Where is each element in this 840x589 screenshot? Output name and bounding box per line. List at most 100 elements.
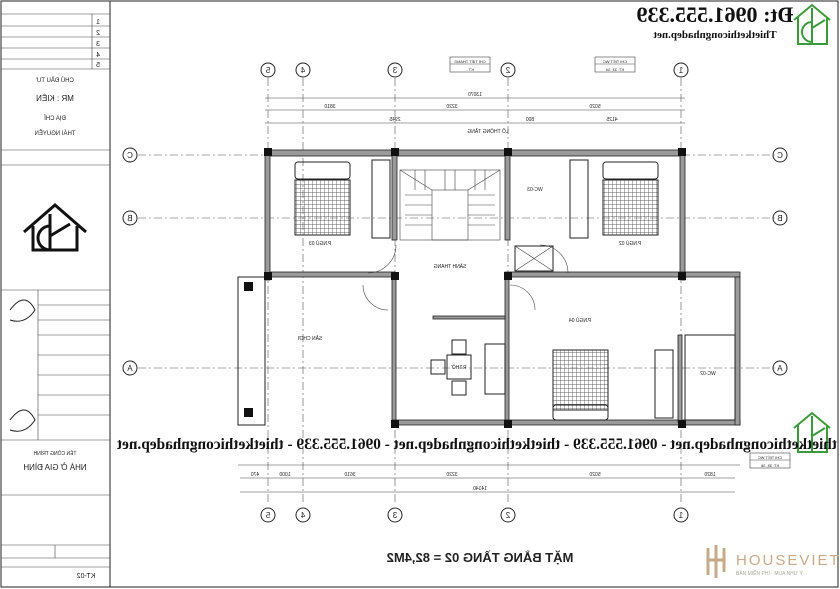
project-label: TÊN CÔNG TRÌNH [33,449,76,457]
grid-bubble-circle [295,507,311,523]
row-number: 2 [96,30,100,37]
room-label-bedroom-4: P.NGỦ 04 [569,317,591,324]
brand-name: HOUSEVIET [736,552,840,569]
callout-wc-bottom: CHI TIẾT WC KT: 35, 36 [749,452,791,469]
svg-text:CHI TIẾT WC: CHI TIẾT WC [758,455,782,460]
void-label: LỖ THÔNG TẦNG [467,128,508,135]
owner-label: CHỦ ĐẦU TƯ [36,77,74,84]
project-name: NHÀ Ở GIA ĐÌNH [23,463,87,472]
dim-bottom: 5020 [589,472,600,478]
svg-text:KT: 33, 34: KT: 33, 34 [605,67,624,72]
dim-top: 5020 [589,104,600,110]
callout-stair: CHI TIẾT THANG KT - [449,56,491,73]
dim-inner: 800 [526,117,535,123]
dimension-lines [238,97,740,493]
address: THÁI NGUYÊN [34,129,75,137]
grid-bubble-3: 3 [387,62,403,78]
grid-bubble-circle [673,62,689,78]
room-label-play-area: SÂN CHƠI [298,335,323,342]
dim-top: 3220 [446,104,457,110]
grid-bubble-4: 4 [295,507,311,523]
watermark-text: thietkethicongnhadep.net - 0961.555.339 … [116,436,837,453]
row-number: 4 [96,52,100,59]
grid-bubble-circle [387,62,403,78]
callout-wc-top: CHI TIẾT WC KT: 33, 34 [594,56,636,73]
signature [9,409,36,432]
svg-text:CHI TIẾT WC: CHI TIẾT WC [603,59,627,64]
row-number: 1 [96,19,100,26]
grid-bubble-1: 1 [673,507,689,523]
grid-bubble-label: C [127,151,133,160]
contact-header: Đt: 0961.555.339 Thietkethicongnhadep.ne… [636,2,831,453]
grid-bubble-label: 2 [505,511,510,520]
dim-inner: 2945 [389,117,400,123]
grid-bubble-circle [122,147,138,163]
grid-bubble-circle [500,507,516,523]
drawing-title: MẶT BẰNG TẦNG 02 = 82,4M2 [387,550,574,565]
grid-bubble-label: B [127,214,132,223]
furniture [294,159,736,421]
grid-bubble-1: 1 [673,62,689,78]
grid-bubble-2: 2 [500,507,516,523]
room-label-wc-2: WC-02 [700,371,716,377]
grid-bubble-B: B [122,210,138,226]
grid-bubble-circle [500,62,516,78]
grid-bubble-label: 5 [265,66,270,75]
grid-bubble-label: C [777,151,783,160]
dim-bottom: 1820 [704,472,715,478]
walls [237,148,741,428]
grid-bubble-label: 3 [392,66,397,75]
grid-bubble-5: 5 [260,62,276,78]
house-logo-icon [793,411,831,453]
grid-bubble-label: 4 [300,511,305,520]
svg-text:CHI TIẾT THANG: CHI TIẾT THANG [454,59,486,64]
grid-bubble-circle [772,147,788,163]
svg-text:BÁN MIỄN PHÍ · MUA NHƯ Ý: BÁN MIỄN PHÍ · MUA NHƯ Ý [736,570,803,577]
website: Thietkethicongnhadep.net [653,29,776,41]
dim-bottom: 470 [251,472,260,478]
room-label-bedroom-3: P.NGỦ 03 [309,240,331,247]
signature [9,299,36,322]
dim-bottom: 3610 [344,472,355,478]
dim-bottom: 3220 [446,472,457,478]
dim-bottom: 1000 [279,472,290,478]
room-label-wc-3: WC-03 [527,187,543,193]
grid-bubble-label: 2 [505,66,510,75]
dim-total-top: 13070 [468,92,482,98]
address-label: ĐỊA CHỈ [44,115,66,122]
grid-bubble-circle [122,360,138,376]
grid-bubble-circle [772,210,788,226]
row-number: 3 [96,41,100,48]
owner: MR : KIÊN [36,94,74,103]
grid-bubble-circle [772,360,788,376]
grid-bubble-circle [387,507,403,523]
grid-bubble-5: 5 [260,507,276,523]
grid-bubble-C: C [122,147,138,163]
grid-bubble-A: A [122,360,138,376]
grid-bubble-label: A [777,364,783,373]
staircase [399,169,501,241]
grid-bubble-3: 3 [387,507,403,523]
houseviet-icon [706,545,726,578]
sheet-number: KT-02 [77,573,96,580]
dim-top: 3810 [324,104,335,110]
grid-bubble-C: C [772,147,788,163]
grid-bubble-A: A [772,360,788,376]
room-label-bedroom-2: P.NGỦ 02 [619,240,641,247]
svg-text:KT: 35, 36: KT: 35, 36 [760,463,779,468]
title-block: 1 2 3 4 5 CHỦ ĐẦU TƯ MR : KIÊN ĐỊA CHỈ T… [0,0,111,588]
room-label-lobby: SẢNH THANG [434,263,467,270]
grid-bubble-label: 5 [265,511,270,520]
grid-bubble-4: 4 [295,62,311,78]
grid-bubble-label: 1 [678,66,683,75]
room-label-worship: P.THỜ [451,364,467,371]
dim-total-bottom: 14140 [473,486,487,492]
house-logo-icon [793,3,831,45]
company-logo-icon [23,203,87,252]
grid-bubble-label: 1 [678,511,683,520]
grid-bubble-circle [122,210,138,226]
grid-bubble-2: 2 [500,62,516,78]
grid-bubble-circle [295,62,311,78]
